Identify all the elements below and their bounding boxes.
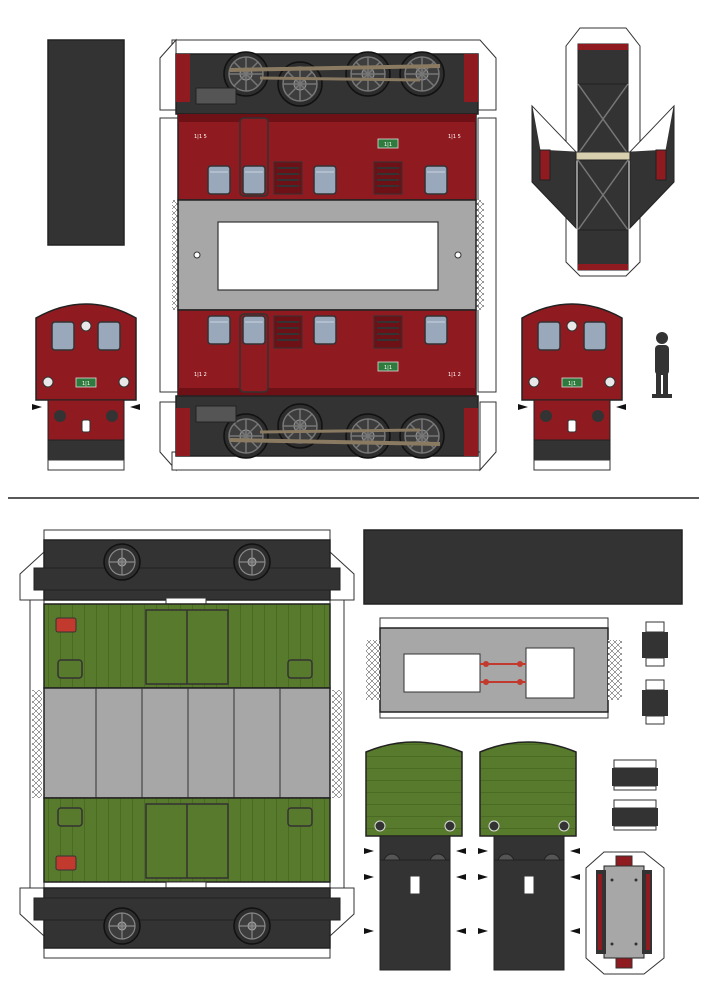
headlight-icon xyxy=(528,376,540,388)
arrow-marker-icon xyxy=(32,404,42,410)
wagon-end-left xyxy=(364,741,466,971)
coupler-icon xyxy=(592,410,604,422)
wagon-roof xyxy=(43,687,331,799)
loco-body-net: 1|1 1|1 5 1|1 5 1|1 1|1 2 1|1 2 xyxy=(159,38,497,472)
small-box-parts xyxy=(612,759,658,831)
buffer-parts xyxy=(642,621,668,725)
coupler-icon xyxy=(540,410,552,422)
headlight-icon xyxy=(80,320,92,332)
plate-label: 1|1 xyxy=(384,365,392,371)
wheel-icon xyxy=(233,543,271,581)
headlight-icon xyxy=(118,376,130,388)
wagon-end-right xyxy=(478,741,580,971)
wheel-icon xyxy=(233,907,271,945)
headlight-icon xyxy=(604,376,616,388)
wagon-body-net xyxy=(19,529,355,959)
underframe-part xyxy=(531,27,675,277)
coupler-icon xyxy=(54,410,66,422)
loco-number: 1|1 5 xyxy=(448,134,461,140)
coupler-icon xyxy=(374,820,386,832)
bogie-frame-part xyxy=(585,851,665,975)
arrow-marker-icon xyxy=(616,404,626,410)
roof-cutout xyxy=(217,221,439,291)
person-silhouette-icon xyxy=(652,332,672,398)
wagon-roof-strip-part xyxy=(363,529,683,605)
plate-label: 1|1 xyxy=(384,142,392,148)
loco-number: 1|1 5 xyxy=(194,134,207,140)
cab-front-left: 1|1 xyxy=(32,303,140,471)
number-plate xyxy=(377,138,399,149)
plate-label: 1|1 xyxy=(82,381,90,387)
coupler-icon xyxy=(444,820,456,832)
arrow-marker-icon xyxy=(456,848,466,854)
arrow-marker-icon xyxy=(130,404,140,410)
loco-number: 1|1 2 xyxy=(448,372,461,378)
plate-label: 1|1 xyxy=(568,381,576,387)
number-plate xyxy=(377,361,399,372)
wheel-icon xyxy=(103,907,141,945)
arrow-marker-icon xyxy=(364,848,374,854)
roof-strip-part xyxy=(47,39,125,246)
coupler-icon xyxy=(488,820,500,832)
wagon-floor-part xyxy=(366,617,622,719)
coupler-icon xyxy=(558,820,570,832)
wheel-icon xyxy=(103,543,141,581)
cab-rear-right: 1|1 xyxy=(518,303,626,471)
wheel-icon xyxy=(345,51,391,97)
number-plate xyxy=(75,377,97,388)
headlight-icon xyxy=(566,320,578,332)
headlight-icon xyxy=(42,376,54,388)
number-plate xyxy=(561,377,583,388)
arrow-marker-icon xyxy=(518,404,528,410)
loco-number: 1|1 2 xyxy=(194,372,207,378)
coupler-icon xyxy=(106,410,118,422)
wheel-icon xyxy=(399,51,445,97)
